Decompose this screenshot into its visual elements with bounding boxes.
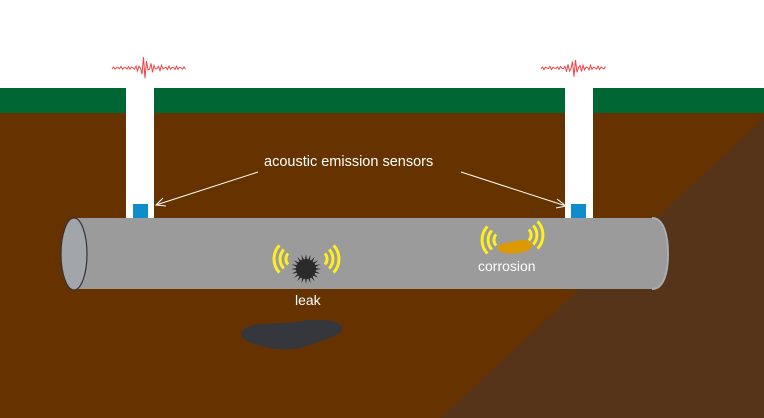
sensor-arrows [154,171,568,209]
corrosion-wave-left-arc-1 [492,233,498,247]
corrosion-wave-left-arc-3 [480,225,489,255]
leak-core [296,259,316,279]
leak-wave-right-arc-1 [323,252,329,266]
sensor-right [571,204,586,218]
pipe-end-right [651,217,670,290]
leak-wave-left-arc-2 [278,248,285,270]
arrow-line-left [155,171,259,206]
leak-wave-left-arc-3 [272,244,281,274]
sensor-left [133,204,148,218]
signal-waveform-left [111,57,186,79]
signal-waveform-right [540,60,606,77]
corrosion-label: corrosion [478,258,536,274]
pipe [75,218,668,289]
corrosion-wave-right-arc-3 [536,220,545,250]
corrosion-wave-right-arc-2 [532,224,539,246]
sensors-label: acoustic emission sensors [264,154,433,170]
leak-wave-right-arc-3 [332,244,341,274]
leak-icon [291,254,321,284]
leak-wave-left-arc-1 [284,252,290,266]
sky [0,0,764,88]
leak-wave-right-arc-2 [328,248,335,270]
corrosion-wave-left-arc-2 [486,229,493,251]
corrosion-wave-right-arc-1 [527,228,533,242]
ground-surface [0,88,764,114]
leak-puddle [241,319,343,350]
arrow-head-right [555,198,568,209]
pipe-end-cap-left [60,217,88,291]
arrow-line-right [460,171,567,207]
leak-label: leak [295,292,322,308]
acoustic-waves [272,220,545,274]
corrosion-icon [497,240,533,254]
arrow-head-left [154,197,167,207]
sensor-pole-left [126,88,154,219]
sensor-pole-right [565,88,593,219]
